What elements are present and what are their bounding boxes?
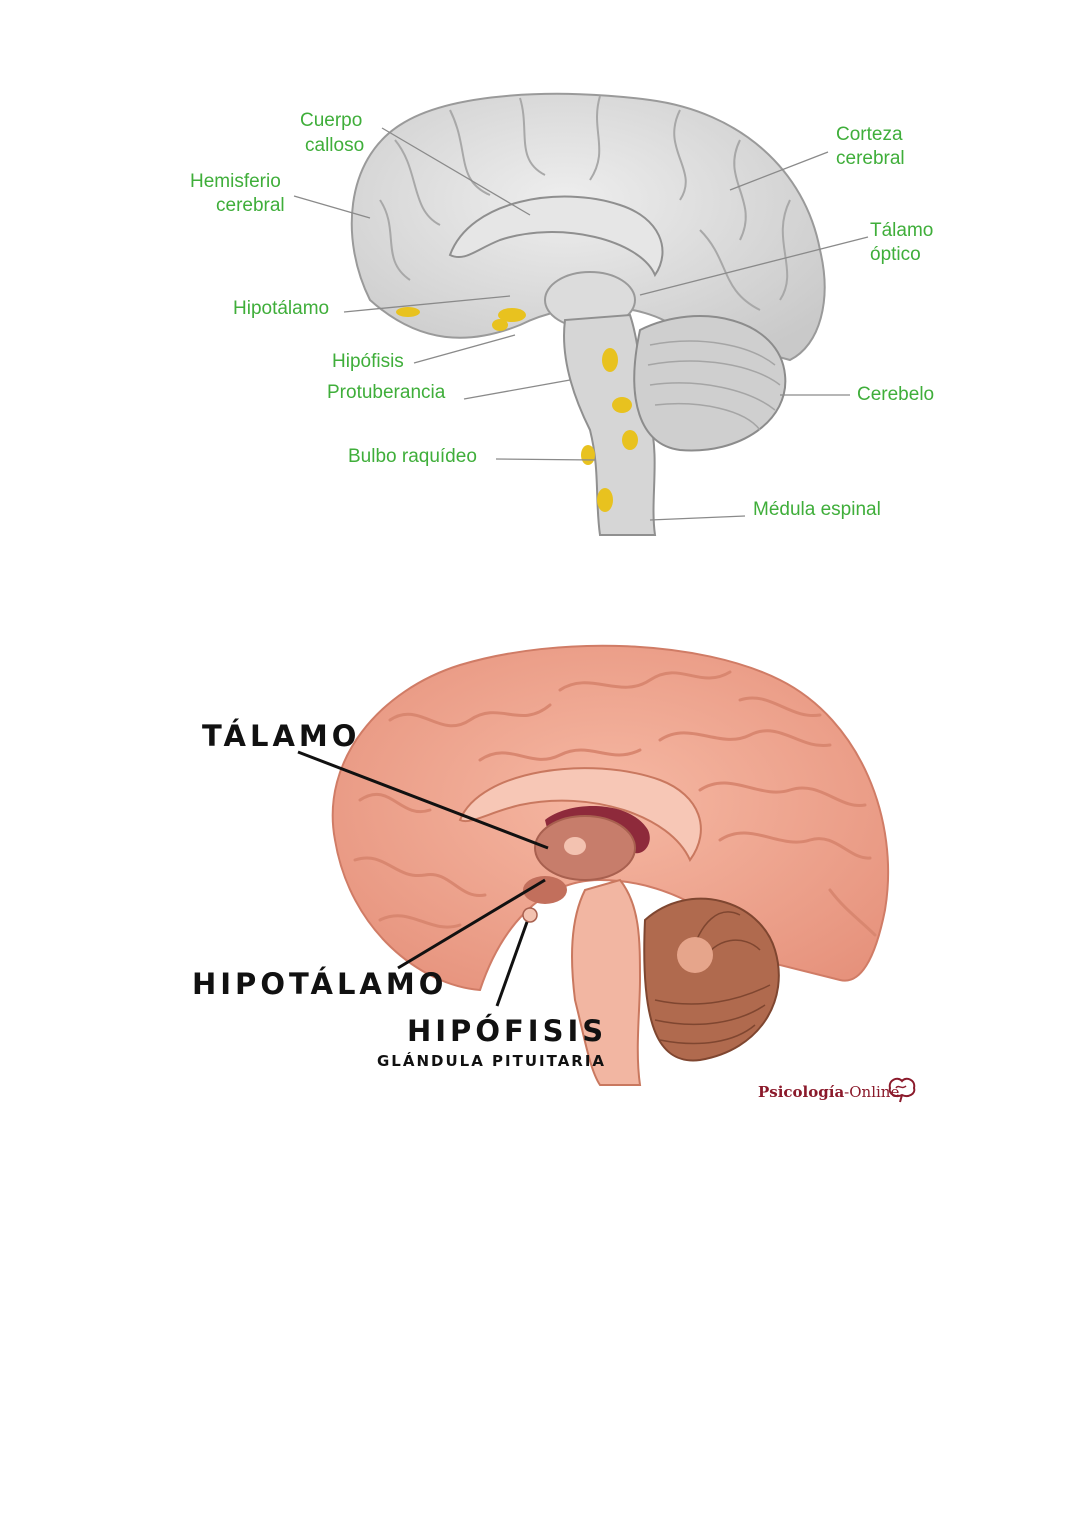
pink-hypothalamus — [523, 876, 567, 904]
grey-brain-diagram: Cuerpo calloso Hemisferio cerebral Corte… — [190, 92, 934, 536]
label-protuberancia: Protuberancia — [327, 382, 446, 403]
grey-nerves — [396, 307, 638, 512]
pink-thalamus-nucleus — [564, 837, 586, 855]
pink-leader-lines — [297, 750, 549, 1007]
label-cuerpo-calloso-2: calloso — [305, 135, 364, 156]
label-bulbo-raquideo: Bulbo raquídeo — [348, 446, 477, 467]
pink-pituitary — [522, 907, 538, 923]
grey-cerebellum-folia — [647, 340, 781, 431]
label-hipofisis-bold: HIPÓFISIS — [407, 1014, 607, 1048]
pink-gyri — [353, 670, 877, 937]
label-corteza-1: Corteza — [836, 124, 903, 145]
brand-suffix: -Online — [844, 1083, 899, 1101]
brand-logo: Psicología-Online — [758, 1077, 916, 1103]
label-cerebelo: Cerebelo — [857, 384, 934, 405]
label-hipotalamo-bold: HIPOTÁLAMO — [192, 967, 447, 1001]
label-hemisferio-2: cerebral — [216, 195, 285, 216]
pink-corpus-callosum — [458, 767, 702, 862]
label-hemisferio-1: Hemisferio — [190, 171, 281, 192]
grey-corpus-callosum — [448, 195, 664, 278]
label-talamo-bold: TÁLAMO — [202, 719, 360, 753]
brand-text: Psicología-Online — [758, 1083, 899, 1101]
label-cuerpo-calloso-1: Cuerpo — [300, 110, 362, 131]
label-hipofisis: Hipófisis — [332, 351, 404, 372]
label-talamo-2: óptico — [870, 244, 921, 265]
label-glandula-pituitaria: GLÁNDULA PITUITARIA — [377, 1051, 606, 1070]
pink-brain-diagram: TÁLAMO HIPOTÁLAMO HIPÓFISIS GLÁNDULA PIT… — [192, 644, 916, 1103]
pink-cerebellum — [643, 897, 780, 1062]
pink-brainstem — [571, 878, 642, 1086]
grey-leader-lines — [293, 127, 869, 521]
grey-cerebellum — [633, 315, 787, 452]
pink-arbor-vitae — [677, 937, 713, 973]
label-talamo-1: Tálamo — [870, 220, 933, 241]
label-corteza-2: cerebral — [836, 148, 905, 169]
brain-logo-icon — [888, 1077, 916, 1103]
brand-main: Psicología — [758, 1083, 844, 1101]
label-medula-espinal: Médula espinal — [753, 499, 881, 520]
label-hipotalamo: Hipotálamo — [233, 298, 329, 319]
